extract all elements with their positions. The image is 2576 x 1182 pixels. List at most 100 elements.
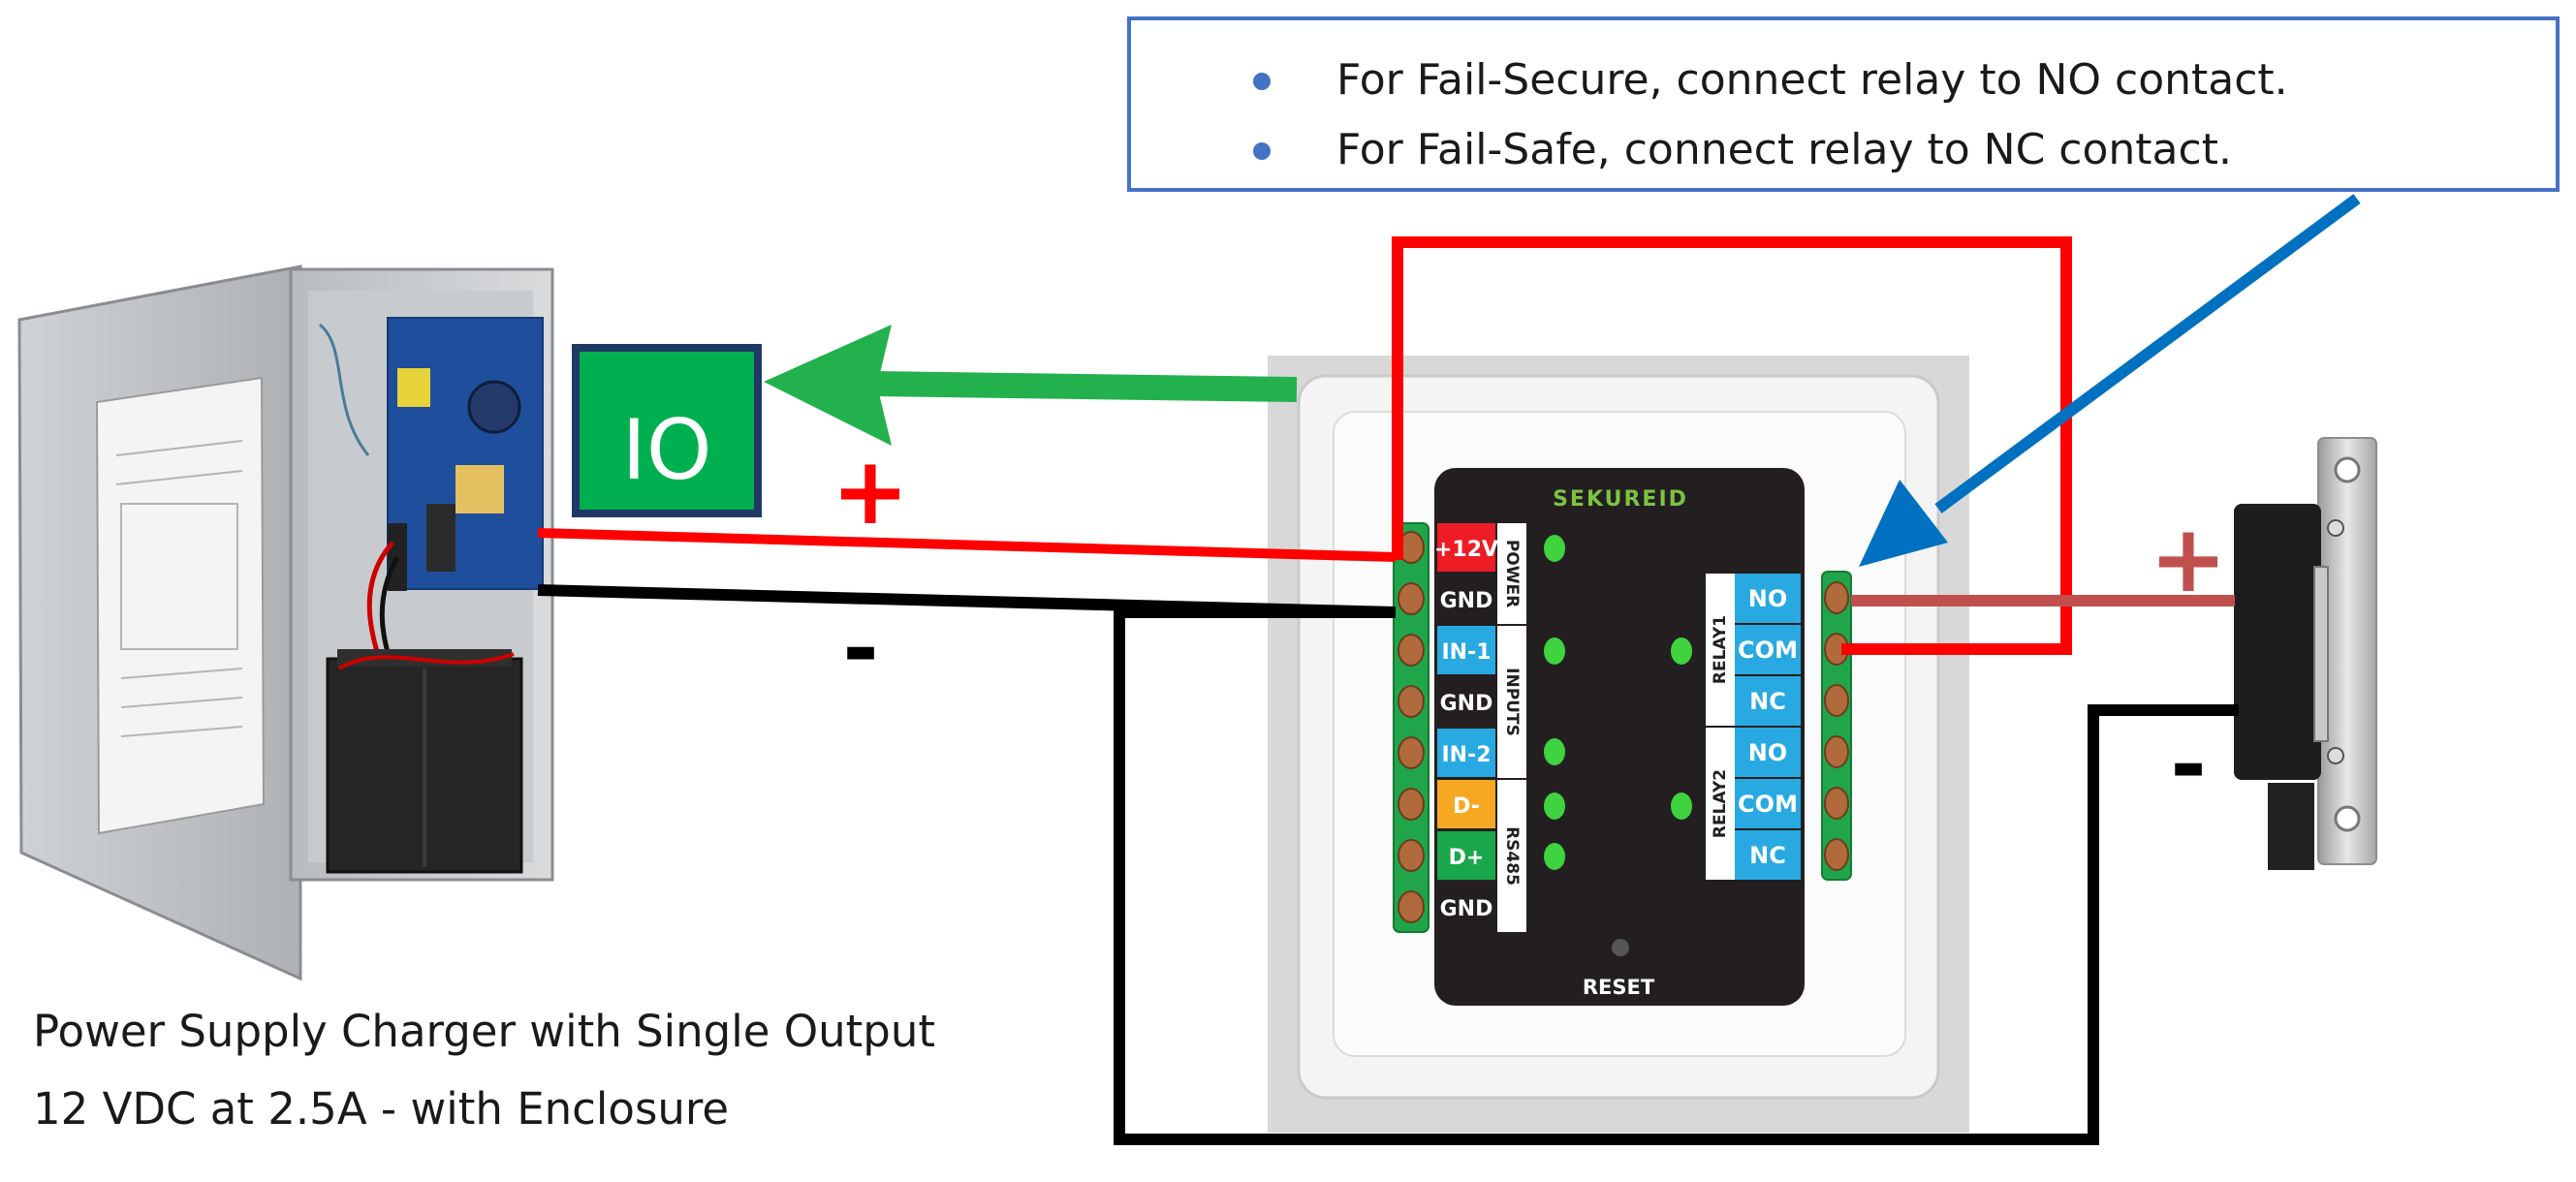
left-terminal-3: GND <box>1437 677 1495 726</box>
strike-body <box>2234 504 2321 780</box>
right-terminal-labels: NO COM NC NO COM NC <box>1735 574 1801 880</box>
terminal-screw <box>1824 787 1849 820</box>
pcb-transformer <box>456 465 504 513</box>
terminal-screw <box>1398 736 1425 769</box>
left-terminal-bg <box>1437 831 1495 880</box>
io-arrow <box>764 325 1298 446</box>
power-supply-caption-line1: Power Supply Charger with Single Output <box>33 1006 936 1057</box>
right-terminal-2: NC <box>1735 676 1801 726</box>
right-terminal-label: COM <box>1738 791 1798 818</box>
io-label: IO <box>621 402 711 499</box>
right-terminal-label: NO <box>1748 739 1788 766</box>
right-terminal-label: COM <box>1738 637 1798 664</box>
left-terminal-6: D+ <box>1437 831 1495 880</box>
left-terminal-2: IN-1 <box>1437 626 1495 674</box>
left-terminal-screws <box>1398 531 1425 923</box>
reset-label: RESET <box>1583 976 1655 999</box>
terminal-screw <box>1824 838 1849 871</box>
strike-screw <box>2327 747 2344 764</box>
right-terminal-bg <box>1735 830 1801 880</box>
note-fail-secure-text: For Fail-Secure, connect relay to NO con… <box>1336 55 2288 105</box>
relay-note-list: For Fail-Secure, connect relay to NO con… <box>1131 46 2556 185</box>
right-terminal-label: NC <box>1749 842 1786 869</box>
right-terminal-label: NO <box>1748 585 1788 612</box>
status-led <box>1544 638 1565 665</box>
status-led <box>1544 843 1565 870</box>
positive-wire-psu <box>537 528 1397 562</box>
right-group-strip <box>1706 574 1735 726</box>
left-group-label: POWER <box>1502 540 1522 607</box>
terminal-screw <box>1398 582 1425 615</box>
strike-hole-top <box>2334 456 2361 483</box>
strike-minus-sign: - <box>2170 714 2206 816</box>
left-terminal-bg <box>1437 883 1495 931</box>
left-terminal-bg <box>1437 626 1495 674</box>
terminal-screw <box>1824 581 1849 614</box>
left-terminal-0: +12V <box>1434 523 1498 572</box>
terminal-screw <box>1824 735 1849 768</box>
right-terminal-block <box>1821 571 1852 881</box>
right-terminal-bg <box>1735 574 1801 623</box>
door-label-sheet <box>95 376 266 835</box>
right-terminal-0: NO <box>1735 574 1801 623</box>
status-led <box>1544 738 1565 765</box>
right-terminal-5: NC <box>1735 830 1801 880</box>
right-terminal-bg <box>1735 676 1801 726</box>
electric-strike <box>2234 437 2377 870</box>
status-led <box>1671 638 1692 665</box>
pcb-heatsink <box>426 504 456 572</box>
terminal-screw <box>1398 890 1425 923</box>
right-terminal-3: NO <box>1735 728 1801 777</box>
negative-wire-loop <box>1114 607 2239 1145</box>
terminal-screw <box>1398 788 1425 821</box>
left-terminal-5: D- <box>1437 780 1495 828</box>
left-terminal-bg <box>1437 677 1495 726</box>
status-leds <box>1544 535 1692 870</box>
strike-plus-sign: + <box>2150 505 2227 613</box>
polarity-marks: + - + - <box>832 437 2227 816</box>
left-group-label: RS485 <box>1502 826 1522 886</box>
status-led <box>1671 793 1692 820</box>
psu-minus-sign: - <box>842 598 878 700</box>
right-group-label: RELAY2 <box>1711 769 1730 838</box>
wires <box>537 236 2239 1145</box>
note-arrow <box>1859 194 2361 567</box>
bullet-icon <box>1253 142 1271 160</box>
left-terminal-label: D+ <box>1449 846 1485 870</box>
power-supply-enclosure <box>17 264 554 981</box>
right-terminal-screws <box>1824 581 1849 871</box>
left-terminal-label: GND <box>1440 897 1493 921</box>
relay-note-box: For Fail-Secure, connect relay to NO con… <box>1127 16 2560 192</box>
left-terminal-label: GND <box>1440 589 1493 613</box>
left-terminal-bg <box>1437 729 1495 777</box>
terminal-screw <box>1398 634 1425 667</box>
right-terminal-bg <box>1735 779 1801 828</box>
strike-keeper <box>2313 566 2329 742</box>
io-box: IO <box>572 344 762 517</box>
right-terminal-4: COM <box>1735 779 1801 828</box>
left-terminal-1: GND <box>1437 575 1495 623</box>
left-group-strip <box>1497 780 1526 932</box>
strike-hole-bottom <box>2334 805 2361 832</box>
right-terminal-bg <box>1735 625 1801 674</box>
reset-button[interactable] <box>1612 939 1629 956</box>
bullet-icon <box>1253 73 1271 90</box>
left-terminal-bg <box>1437 780 1495 828</box>
right-terminal-bg <box>1735 728 1801 777</box>
left-terminal-label: GND <box>1440 692 1493 716</box>
positive-wire-loop <box>1392 236 2072 655</box>
psu-plus-sign: + <box>832 437 909 545</box>
controller-brand: SEKUREID <box>1553 487 1688 512</box>
left-group-label: INPUTS <box>1502 668 1522 736</box>
left-terminal-label: IN-2 <box>1441 743 1491 767</box>
terminal-screw <box>1398 839 1425 872</box>
right-terminal-1: COM <box>1735 625 1801 674</box>
left-terminal-7: GND <box>1437 883 1495 931</box>
left-terminal-label: IN-1 <box>1441 640 1491 665</box>
power-supply-pcb <box>387 317 544 590</box>
strike-base <box>2268 783 2314 870</box>
left-terminal-4: IN-2 <box>1437 729 1495 777</box>
